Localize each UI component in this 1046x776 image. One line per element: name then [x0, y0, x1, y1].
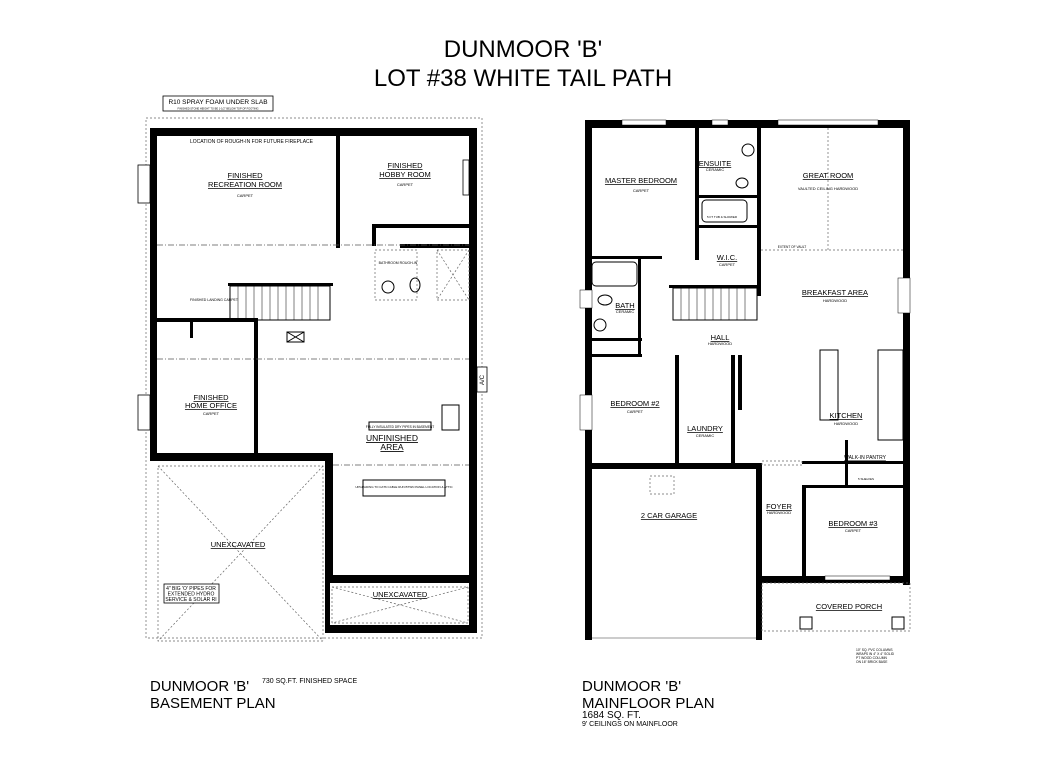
room-great-room: GREAT ROOM [803, 171, 854, 180]
room-unfinished: UNFINISHED [366, 433, 418, 443]
room-breakfast-area: BREAKFAST AREA [802, 288, 868, 297]
basement-plan-name: DUNMOOR 'B' [150, 678, 249, 695]
svg-text:AREA: AREA [380, 442, 403, 452]
note-box-text: R10 SPRAY FOAM UNDER SLAB [168, 99, 267, 106]
svg-text:CERAMIC: CERAMIC [696, 433, 715, 438]
svg-text:CERAMIC: CERAMIC [616, 309, 635, 314]
mainfloor-ceilings: 9' CEILINGS ON MAINFLOOR [582, 721, 678, 728]
room-home-office: FINISHED [193, 393, 229, 402]
landing-label: FINISHED LANDING CARPET [190, 298, 239, 302]
fireplace-note: LOCATION OF ROUGH-IN FOR FUTURE FIREPLAC… [190, 139, 314, 145]
basement-plan: R10 SPRAY FOAM UNDER SLAB FINISHED STONE… [137, 95, 488, 712]
room-hobby: FINISHED [387, 161, 423, 170]
svg-text:CARPET: CARPET [719, 262, 736, 267]
mainfloor-plan-type: MAINFLOOR PLAN [582, 695, 715, 712]
room-kitchen: KITCHEN [830, 411, 863, 420]
svg-text:VAULTED CEILING HARDWOOD: VAULTED CEILING HARDWOOD [798, 186, 858, 191]
mainfloor-stairs [672, 287, 758, 321]
svg-text:PT WOOD COLUMN: PT WOOD COLUMN [856, 656, 888, 660]
svg-text:HARDWOOD: HARDWOOD [834, 421, 858, 426]
mainfloor-plan: MASTER BEDROOM CARPET ENSUITE CERAMIC 5 … [579, 119, 911, 728]
note-box-sub: FINISHED STONE HEIGHT TO BE 1-1/2" BELOW… [177, 107, 258, 111]
basement-stairs [229, 285, 331, 321]
svg-text:HOBBY ROOM: HOBBY ROOM [379, 170, 431, 179]
room-garage: 2 CAR GARAGE [641, 511, 697, 520]
room-bath: BATH [615, 301, 634, 310]
title-line1: DUNMOOR 'B' [444, 36, 603, 63]
svg-text:FULLY INSULATED DRY PIPES IN B: FULLY INSULATED DRY PIPES IN BASEMENT [366, 425, 434, 429]
finished-space: 730 SQ.FT. FINISHED SPACE [262, 678, 358, 685]
mainfloor-plan-name: DUNMOOR 'B' [582, 678, 681, 695]
room-unexcavated-1: UNEXCAVATED [211, 540, 266, 549]
upgrade-note: UPGRADING TO CAT6 CABLE RUN BTWN PANEL L… [355, 485, 453, 489]
room-ensuite: ENSUITE [699, 159, 732, 168]
basement-plan-type: BASEMENT PLAN [150, 695, 276, 712]
room-hall: HALL [711, 333, 730, 342]
svg-text:CARPET: CARPET [845, 528, 862, 533]
svg-text:HARDWOOD: HARDWOOD [767, 510, 791, 515]
ac-label: A/C [480, 374, 486, 385]
svg-text:RECREATION ROOM: RECREATION ROOM [208, 180, 282, 189]
room-bedroom-2: BEDROOM #2 [610, 399, 659, 408]
svg-text:WRAPS IN 4" X 4" SOLID: WRAPS IN 4" X 4" SOLID [856, 652, 895, 656]
svg-text:HOME OFFICE: HOME OFFICE [185, 401, 237, 410]
room-walk-in-pantry: WALK-IN PANTRY [844, 455, 887, 461]
svg-text:HARDWOOD: HARDWOOD [708, 341, 732, 346]
svg-text:ON 16" BRICK BASE: ON 16" BRICK BASE [856, 660, 888, 664]
svg-text:CARPET: CARPET [203, 411, 220, 416]
room-unexcavated-2: UNEXCAVATED [373, 590, 428, 599]
svg-text:5 FT TUB & SHOWER: 5 FT TUB & SHOWER [707, 215, 738, 219]
room-master-bedroom: MASTER BEDROOM [605, 176, 677, 185]
mainfloor-area: 1684 SQ. FT. [582, 710, 641, 721]
svg-text:CARPET: CARPET [237, 193, 254, 198]
svg-text:4" BIG 'O' PIPES FOR: 4" BIG 'O' PIPES FOR [166, 586, 216, 592]
room-wic: W.I.C. [717, 253, 737, 262]
note-box [162, 95, 274, 112]
svg-text:CARPET: CARPET [633, 188, 650, 193]
svg-text:CARPET: CARPET [627, 409, 644, 414]
svg-text:5 SHELVES: 5 SHELVES [858, 477, 874, 481]
svg-text:EXTENT OF VAULT: EXTENT OF VAULT [778, 245, 807, 249]
room-bedroom-3: BEDROOM #3 [828, 519, 877, 528]
svg-text:EXTENDED HYDRO: EXTENDED HYDRO [168, 592, 215, 598]
bathroom-label: BATHROOM ROUGH-IN [379, 261, 418, 265]
svg-text:CARPET: CARPET [397, 182, 414, 187]
room-foyer: FOYER [766, 502, 792, 511]
room-laundry: LAUNDRY [687, 424, 723, 433]
svg-text:10" SQ. PVC COLUMNS: 10" SQ. PVC COLUMNS [856, 648, 893, 652]
svg-text:HARDWOOD: HARDWOOD [823, 298, 847, 303]
svg-text:CERAMIC: CERAMIC [706, 167, 725, 172]
room-covered-porch: COVERED PORCH [816, 602, 882, 611]
room-recreation: FINISHED [227, 171, 263, 180]
svg-text:SERVICE & SOLAR RI: SERVICE & SOLAR RI [165, 597, 216, 603]
svg-text:HARDWOOD: HARDWOOD [853, 460, 877, 465]
title-line2: LOT #38 WHITE TAIL PATH [374, 65, 672, 92]
